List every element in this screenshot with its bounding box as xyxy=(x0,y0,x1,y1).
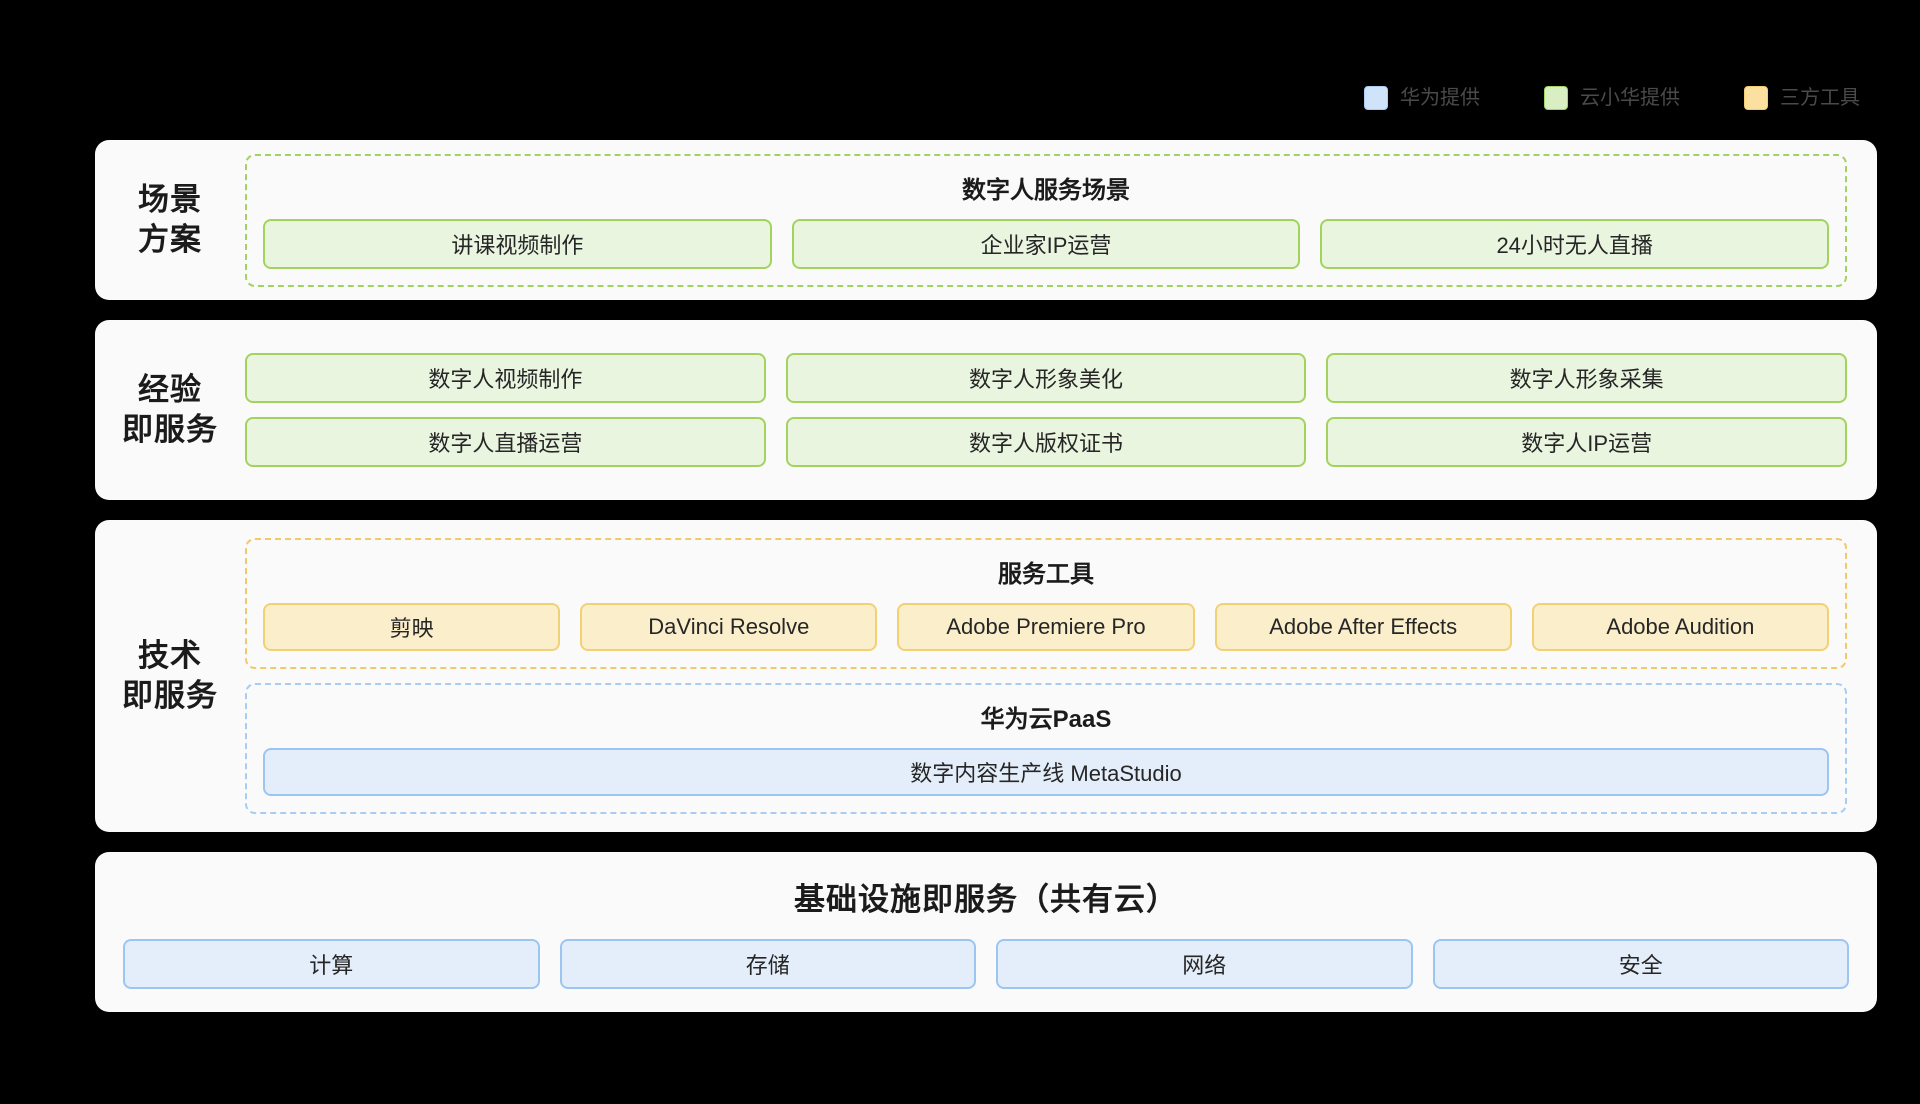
panel-body-technology: 服务工具 剪映 DaVinci Resolve Adobe Premiere P… xyxy=(245,538,1877,814)
experience-item-0[interactable]: 数字人视频制作 xyxy=(245,353,766,403)
panel-label-experience: 经验 即服务 xyxy=(122,372,218,447)
panel-experience: 经验 即服务 数字人视频制作 数字人形象美化 数字人形象采集 数字人直播运营 数… xyxy=(95,320,1877,500)
scenario-item-1[interactable]: 企业家IP运营 xyxy=(791,218,1301,269)
tool-item-4[interactable]: Adobe Audition xyxy=(1531,603,1830,651)
legend-label-huawei: 华为提供 xyxy=(1400,87,1480,109)
group-title-huawei-paas: 华为云PaaS xyxy=(980,706,1112,733)
group-service-tools: 服务工具 剪映 DaVinci Resolve Adobe Premiere P… xyxy=(245,538,1847,669)
experience-item-3[interactable]: 数字人直播运营 xyxy=(245,417,766,467)
tool-item-2[interactable]: Adobe Premiere Pro xyxy=(897,603,1195,651)
group-huawei-paas: 华为云PaaS 数字内容生产线 MetaStudio xyxy=(245,683,1847,814)
blue-swatch-icon xyxy=(1364,86,1388,110)
panel-stack: 场景 方案 数字人服务场景 讲课视频制作 企业家IP运营 24小时无人直播 经验… xyxy=(95,140,1877,1012)
paas-item-0[interactable]: 数字内容生产线 MetaStudio xyxy=(263,748,1829,796)
infrastructure-item-0[interactable]: 计算 xyxy=(123,939,540,989)
tool-item-0[interactable]: 剪映 xyxy=(263,603,561,651)
panel-label-technology: 技术 即服务 xyxy=(122,638,218,713)
group-title-service-tools: 服务工具 xyxy=(998,561,1094,588)
legend-label-thirdparty: 三方工具 xyxy=(1780,87,1860,109)
scenario-item-0[interactable]: 讲课视频制作 xyxy=(263,218,772,269)
infrastructure-item-2[interactable]: 网络 xyxy=(996,939,1413,989)
panel-scenario: 场景 方案 数字人服务场景 讲课视频制作 企业家IP运营 24小时无人直播 xyxy=(95,140,1877,300)
legend-item-yunxiaohua: 云小华提供 xyxy=(1544,86,1680,110)
group-title-scenario: 数字人服务场景 xyxy=(962,176,1130,204)
experience-item-2[interactable]: 数字人形象采集 xyxy=(1326,353,1848,403)
orange-swatch-icon xyxy=(1744,86,1768,110)
panel-label-scenario: 场景 方案 xyxy=(138,182,202,257)
legend-item-huawei: 华为提供 xyxy=(1364,86,1480,110)
paas-row: 数字内容生产线 MetaStudio xyxy=(263,748,1829,796)
service-tools-row: 剪映 DaVinci Resolve Adobe Premiere Pro Ad… xyxy=(263,603,1830,651)
experience-item-4[interactable]: 数字人版权证书 xyxy=(785,417,1307,467)
panel-body-scenario: 数字人服务场景 讲课视频制作 企业家IP运营 24小时无人直播 xyxy=(245,153,1877,287)
panel-title-infrastructure: 基础设施即服务（共有云） xyxy=(794,882,1178,917)
legend-item-thirdparty: 三方工具 xyxy=(1744,86,1860,110)
experience-row-1: 数字人视频制作 数字人形象美化 数字人形象采集 xyxy=(245,353,1848,403)
legend: 华为提供 云小华提供 三方工具 xyxy=(1364,86,1860,110)
green-swatch-icon xyxy=(1544,86,1568,110)
group-scenario: 数字人服务场景 讲课视频制作 企业家IP运营 24小时无人直播 xyxy=(245,153,1847,287)
tool-item-1[interactable]: DaVinci Resolve xyxy=(580,603,878,651)
infrastructure-item-3[interactable]: 安全 xyxy=(1432,939,1849,989)
panel-technology: 技术 即服务 服务工具 剪映 DaVinci Resolve Adobe Pre… xyxy=(95,520,1877,832)
legend-label-yunxiaohua: 云小华提供 xyxy=(1580,87,1680,109)
experience-item-5[interactable]: 数字人IP运营 xyxy=(1326,417,1848,467)
infrastructure-row: 计算 存储 网络 安全 xyxy=(123,939,1849,989)
panel-infrastructure: 基础设施即服务（共有云） 计算 存储 网络 安全 xyxy=(95,852,1877,1012)
tool-item-3[interactable]: Adobe After Effects xyxy=(1214,603,1512,651)
scenario-row: 讲课视频制作 企业家IP运营 24小时无人直播 xyxy=(263,218,1830,269)
scenario-item-2[interactable]: 24小时无人直播 xyxy=(1320,218,1830,269)
experience-row-2: 数字人直播运营 数字人版权证书 数字人IP运营 xyxy=(245,417,1848,467)
experience-item-1[interactable]: 数字人形象美化 xyxy=(785,353,1307,403)
infrastructure-item-1[interactable]: 存储 xyxy=(559,939,976,989)
panel-body-experience: 数字人视频制作 数字人形象美化 数字人形象采集 数字人直播运营 数字人版权证书 … xyxy=(245,353,1877,467)
